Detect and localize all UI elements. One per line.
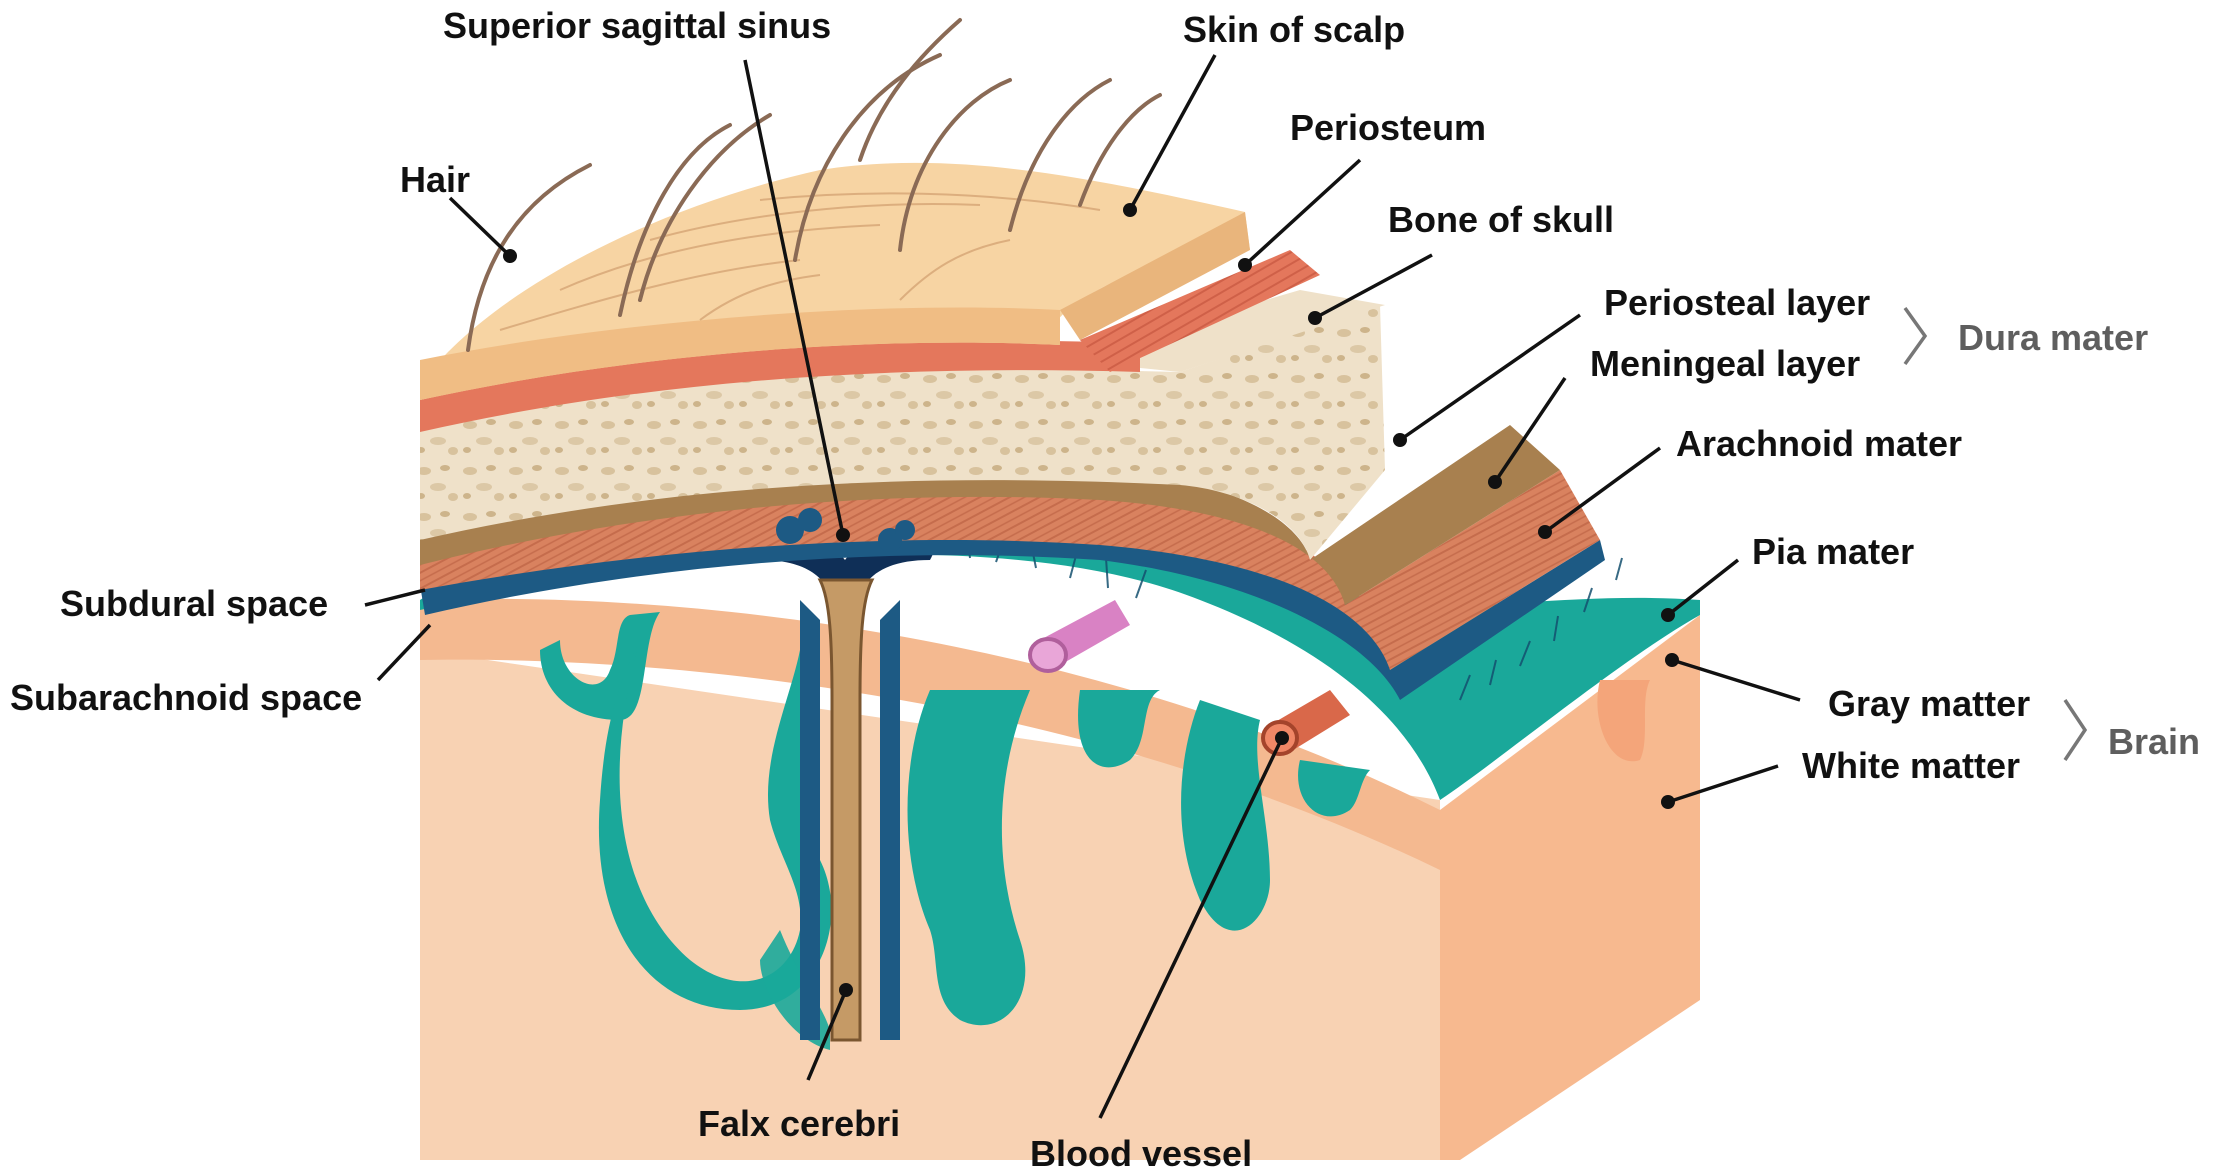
label-gray-matter: Gray matter [1828, 683, 2031, 724]
label-meningeal-layer: Meningeal layer [1590, 343, 1861, 384]
leader-white-matter [1667, 764, 1779, 804]
label-falx-cerebri: Falx cerebri [698, 1103, 901, 1144]
leader-periosteum [1243, 158, 1362, 267]
scalp-texture [499, 192, 1101, 331]
label-skin-of-scalp: Skin of scalp [1183, 9, 1406, 50]
gray-matter-band [420, 598, 1440, 870]
leader-meningeal-layer [1493, 377, 1567, 483]
falx-cerebri-band [817, 578, 875, 1042]
leader-falx-cerebri [806, 989, 848, 1081]
bone-side-face [1180, 305, 1385, 560]
vessel-pink-opening [1028, 637, 1068, 673]
periosteal-dura-layer [420, 425, 1560, 605]
group-braces [1903, 306, 2088, 761]
label-periosteal-layer: Periosteal layer [1604, 282, 1871, 323]
leader-subarachnoid-space [376, 623, 432, 682]
leader-pia-mater [1666, 558, 1740, 617]
periosteum-side [1080, 250, 1320, 372]
hair-strand [858, 18, 962, 162]
leader-dot [836, 528, 850, 542]
leader-dot [1538, 525, 1552, 539]
leader-hair [448, 196, 512, 258]
left-gyrus-sulcus [540, 612, 660, 720]
leader-dot [1308, 311, 1322, 325]
leader-dot [1123, 203, 1137, 217]
leader-dot [1275, 731, 1289, 745]
leader-dot [503, 249, 517, 263]
hair-strand [466, 163, 592, 352]
leader-lines [364, 54, 1801, 1119]
label-arachnoid-mater: Arachnoid mater [1676, 423, 1963, 464]
hair-strand [638, 113, 772, 302]
leader-dot [1665, 653, 1679, 667]
label-subdural-space: Subdural space [60, 583, 329, 624]
group-label-brain: Brain [2108, 721, 2201, 762]
leader-periosteal-layer [1399, 313, 1581, 442]
meningeal-layers [420, 425, 1605, 700]
right-gyrus-2 [1078, 690, 1160, 768]
label-hair: Hair [400, 159, 471, 200]
label-pia-mater: Pia mater [1752, 531, 1915, 572]
falx-blue-lining [800, 600, 900, 1040]
hairs [466, 18, 1162, 352]
falx-region [740, 520, 950, 1042]
arachnoid-granulations [776, 508, 915, 552]
leader-dot [1661, 608, 1675, 622]
side-sulcus [1597, 680, 1650, 762]
leader-subdural-space [364, 588, 426, 607]
leader-skin-of-scalp [1128, 54, 1217, 211]
arachnoid-mater [420, 512, 1605, 700]
leader-blood-vessel [1098, 737, 1284, 1119]
right-gyrus-1 [907, 690, 1030, 1026]
right-gyrus-3 [1181, 700, 1270, 931]
right-gyrus-4 [1298, 760, 1370, 817]
leader-arachnoid-mater [1543, 446, 1662, 534]
label-blood-vessel: Blood vessel [1030, 1133, 1253, 1174]
hair-strand [1008, 78, 1112, 232]
label-subarachnoid-space: Subarachnoid space [10, 677, 363, 718]
meningeal-dura-layer [420, 470, 1600, 670]
leader-dot [1661, 795, 1675, 809]
scalp-front [420, 307, 1060, 400]
hair-strand [898, 78, 1012, 252]
brain-brace [2063, 699, 2088, 761]
leader-dot [1488, 475, 1502, 489]
hair-strand [618, 123, 732, 317]
label-periosteum: Periosteum [1290, 107, 1487, 148]
bone-front-face [420, 368, 1180, 540]
leader-dot [1393, 433, 1407, 447]
scalp-layer [420, 162, 1250, 400]
leader-gray-matter [1671, 658, 1801, 702]
label-bone-of-skull: Bone of skull [1388, 199, 1615, 240]
group-label-dura-mater: Dura mater [1958, 317, 2149, 358]
leader-dot [1238, 258, 1252, 272]
label-superior-sagittal-sinus: Superior sagittal sinus [443, 5, 832, 46]
periosteum-front [420, 340, 1140, 432]
scalp-side [1060, 212, 1250, 340]
periosteum-layer [420, 250, 1320, 432]
label-white-matter: White matter [1802, 745, 2021, 786]
dura-mater-brace [1903, 306, 1928, 366]
leader-bone-of-skull [1314, 253, 1433, 320]
leader-superior-sagittal-sinus [743, 59, 845, 536]
leader-dot [839, 983, 853, 997]
hair-strand [1078, 93, 1162, 207]
